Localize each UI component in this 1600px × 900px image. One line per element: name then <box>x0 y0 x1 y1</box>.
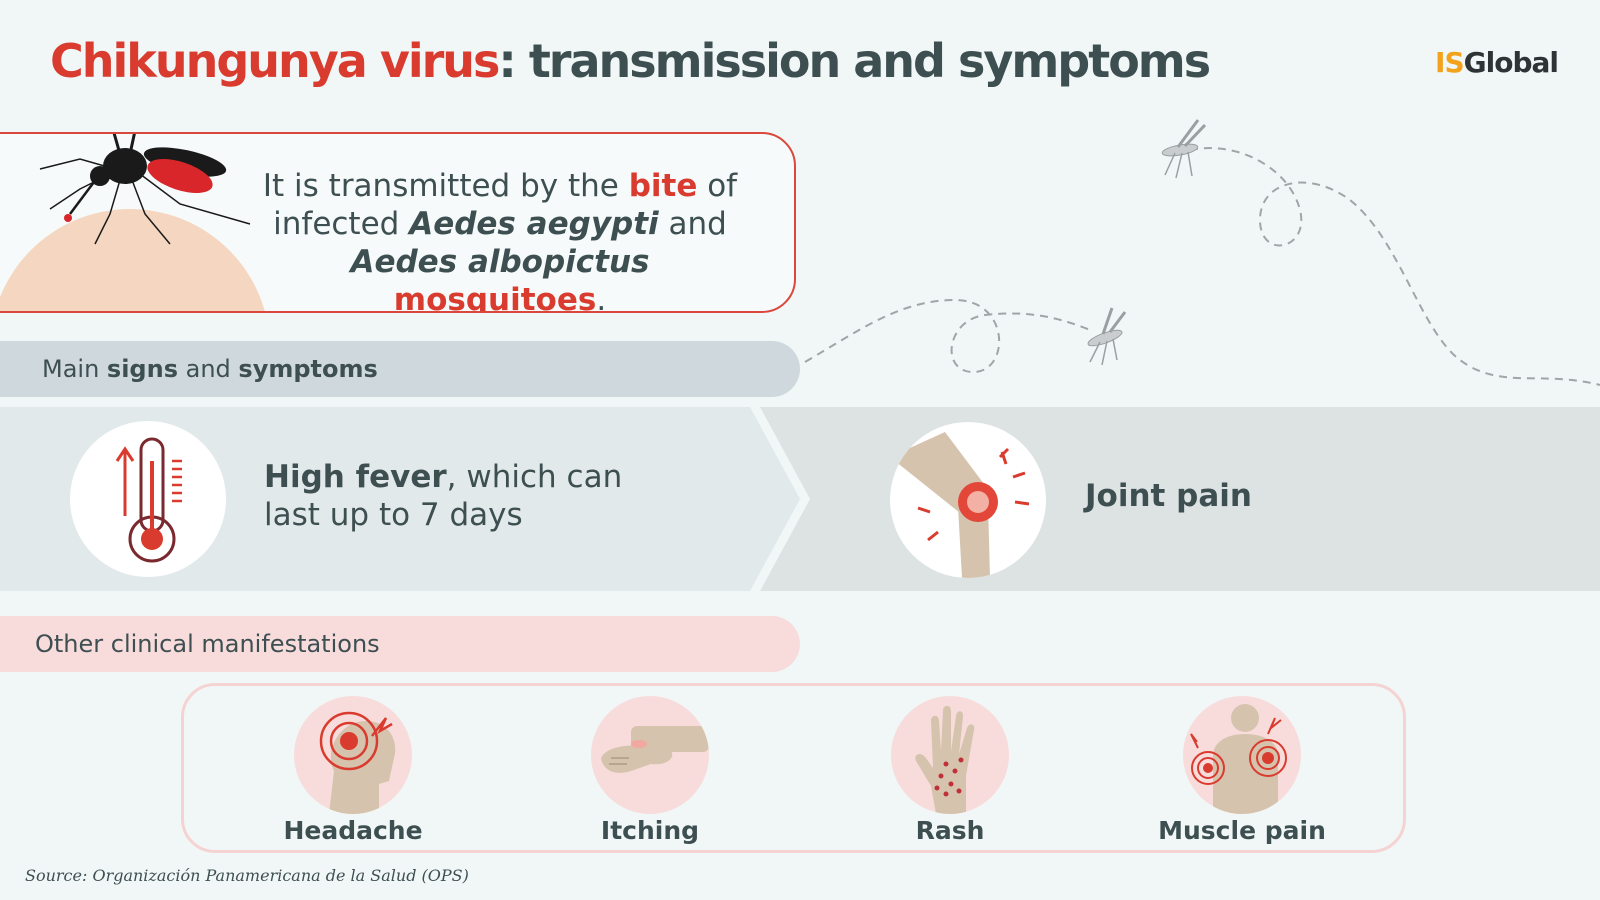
source-citation: Source: Organización Panamericana de la … <box>25 866 469 885</box>
headache-icon <box>294 696 412 814</box>
joint-pain-text: Joint pain <box>1085 478 1252 514</box>
headache-label: Headache <box>283 816 423 845</box>
text-segment: of <box>697 168 738 204</box>
logo-is: IS <box>1435 46 1465 79</box>
transmission-line-3: Aedes albopictus mosquitoes. <box>240 243 760 313</box>
other-manifestations-header: Other clinical manifestations <box>0 616 800 672</box>
text-segment: It is transmitted by the <box>262 168 629 204</box>
flying-mosquito-icon <box>1087 307 1127 366</box>
other-manifestations-label: Other clinical manifestations <box>35 630 380 658</box>
symptoms-word: symptoms <box>238 355 378 383</box>
title-subtitle: : transmission and symptoms <box>498 34 1211 88</box>
text-segment: infected <box>273 206 410 242</box>
title-virus-name: Chikungunya virus <box>50 34 500 88</box>
manifestation-muscle-pain: Muscle pain <box>1122 696 1362 845</box>
muscle-pain-label: Muscle pain <box>1158 816 1326 845</box>
itching-label: Itching <box>600 816 700 845</box>
other-manifestations-panel <box>181 683 1406 853</box>
logo-global: Global <box>1463 46 1559 79</box>
muscle-pain-icon <box>1183 696 1301 814</box>
isglobal-logo: ISGlobal <box>1435 46 1559 79</box>
text-segment: and <box>177 355 239 383</box>
rash-label: Rash <box>915 816 985 845</box>
bite-highlight: bite <box>628 168 698 204</box>
text-segment: , which can <box>446 459 623 495</box>
transmission-panel: It is transmitted by the bite of infecte… <box>0 132 796 313</box>
text-segment: and <box>658 206 727 242</box>
transmission-line-2: infected Aedes aegypti and <box>240 205 760 243</box>
rash-icon <box>891 696 1009 814</box>
manifestation-headache: Headache <box>233 696 473 845</box>
thermometer-icon <box>115 437 182 563</box>
flying-mosquito-icon <box>1161 119 1207 179</box>
main-signs-header: Main signs and symptoms <box>0 341 800 397</box>
fever-bold: High fever <box>264 459 447 495</box>
fever-icon-circle <box>70 421 226 577</box>
fever-line-2: last up to 7 days <box>264 497 523 533</box>
species-albopictus: Aedes albopictus <box>350 244 650 280</box>
transmission-text: It is transmitted by the bite of infecte… <box>240 167 760 313</box>
fever-line-1: High fever, which can <box>264 458 622 496</box>
biting-mosquito-icon <box>39 134 251 245</box>
joint-icon-circle <box>890 422 1046 578</box>
manifestation-rash: Rash <box>830 696 1070 845</box>
species-aegypti: Aedes aegypti <box>409 206 659 242</box>
text-segment: . <box>596 282 607 313</box>
manifestation-itching: Itching <box>530 696 770 845</box>
mosquitoes-highlight: mosquitoes <box>393 282 597 313</box>
itching-icon <box>591 696 709 814</box>
text-segment: Main <box>42 355 107 383</box>
high-fever-text: High fever, which can last up to 7 days <box>264 458 622 534</box>
knee-joint-icon <box>890 432 1030 578</box>
page-title: Chikungunya virus: transmission and symp… <box>50 34 1211 88</box>
signs-word: signs <box>106 355 178 383</box>
main-signs-label: Main signs and symptoms <box>42 355 378 383</box>
transmission-line-1: It is transmitted by the bite of <box>240 167 760 205</box>
